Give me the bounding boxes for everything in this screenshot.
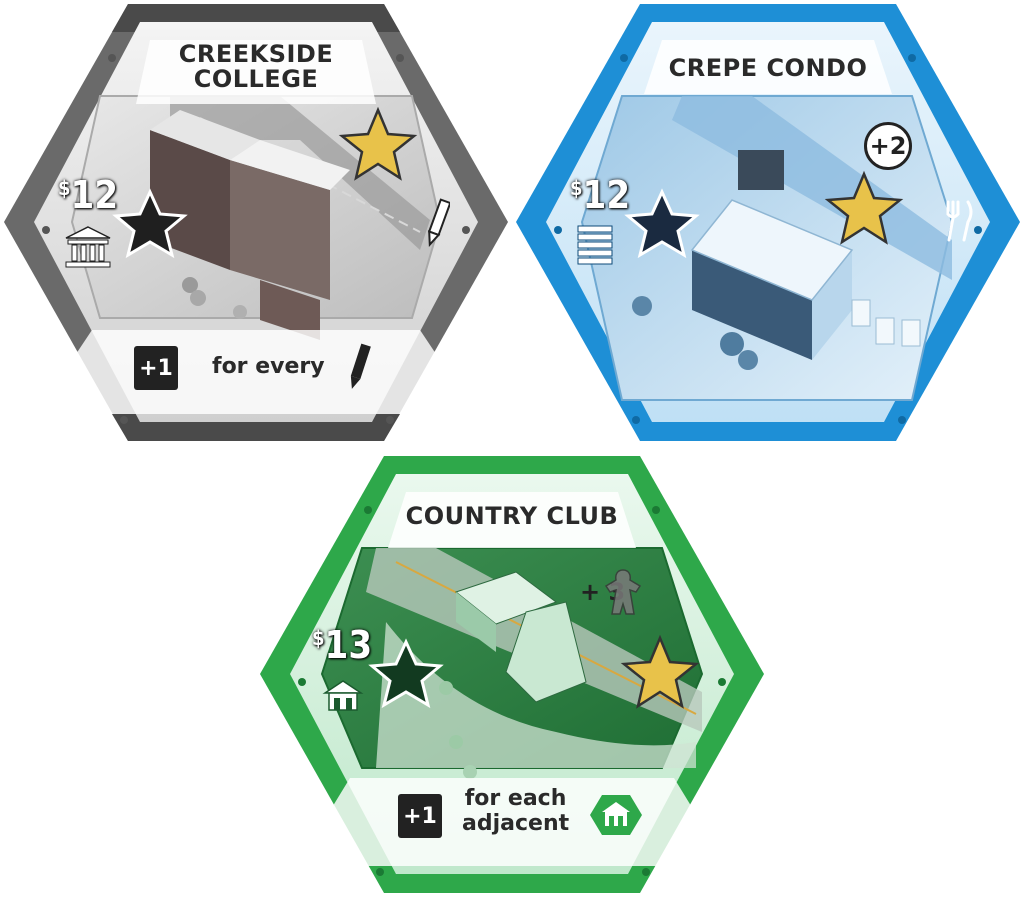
pencil-icon	[350, 343, 371, 389]
tile-creekside-college-art	[4, 4, 508, 441]
tile-country-club[interactable]: COUNTRY CLUB + 3 $13 +1 for each adjacen…	[256, 452, 768, 897]
tile-creekside-college[interactable]: CREEKSIDE COLLEGE $12 +1 for every	[0, 0, 512, 445]
title-line-2: COLLEGE	[193, 65, 319, 94]
house-icon	[322, 680, 364, 711]
bonus-text-line-1: for each	[464, 786, 567, 811]
bonus-text: for every	[212, 354, 325, 379]
price-value: 12	[582, 173, 631, 217]
bonus-value: +1	[139, 355, 173, 381]
price-symbol: $	[570, 176, 583, 200]
pencil-icon	[427, 198, 450, 247]
price-symbol: $	[312, 626, 325, 650]
title-line-1: CREEKSIDE	[178, 40, 334, 68]
bonus-value-box: +1	[134, 346, 178, 390]
government-building-icon	[65, 226, 111, 268]
price-value: 12	[70, 173, 119, 217]
house-icon	[590, 795, 642, 835]
price-symbol: $	[58, 176, 71, 200]
tile-title: COUNTRY CLUB	[405, 502, 619, 530]
tile-title: CREEKSIDE COLLEGE	[140, 40, 372, 94]
apartment-building-icon	[577, 225, 613, 265]
price-label: $12	[58, 176, 118, 214]
price-label: $12	[570, 176, 630, 214]
bonus-value: +1	[403, 803, 437, 829]
tile-title: CREPE CONDO	[668, 54, 868, 82]
tile-crepe-condo[interactable]: CREPE CONDO +2 $12	[512, 0, 1024, 445]
modifier-value: +2	[869, 132, 907, 160]
bonus-text-line-2: adjacent	[462, 811, 570, 837]
fork-knife-icon	[946, 200, 973, 242]
bonus-text: for each adjacent	[462, 786, 569, 837]
bonus-value-box: +1	[398, 794, 442, 838]
person-meeple-icon	[604, 569, 642, 615]
price-label: $13	[312, 626, 372, 664]
modifier-badge: +2	[864, 122, 912, 170]
tile-crepe-condo-art	[516, 4, 1020, 441]
price-value: 13	[324, 623, 373, 667]
